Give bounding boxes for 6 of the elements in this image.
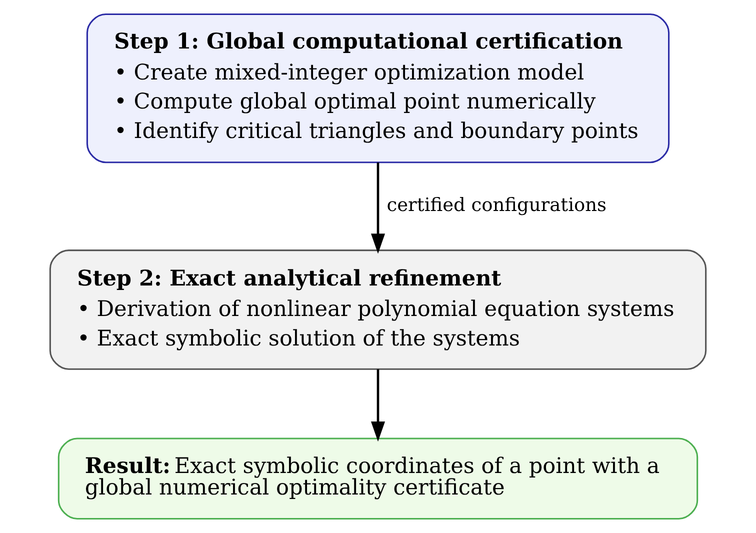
arrow [370,369,386,442]
edge-label: certified configurations [386,195,607,216]
arrow [370,162,386,254]
node-box: Step 2: Exact analytical refinement • Derivation of nonlinear polynomial equation systems • Exact symbolic solution of the systems [49,250,707,370]
node-box: Step 1: Global computational certification • Create mixed-integer optimization model • Compute global optimal point numerically • Identify critical triangles and boundary points [86,14,670,164]
node-box: Result: Exact symbolic coordinates of a point with a global numerical optimality certificate [58,438,698,520]
